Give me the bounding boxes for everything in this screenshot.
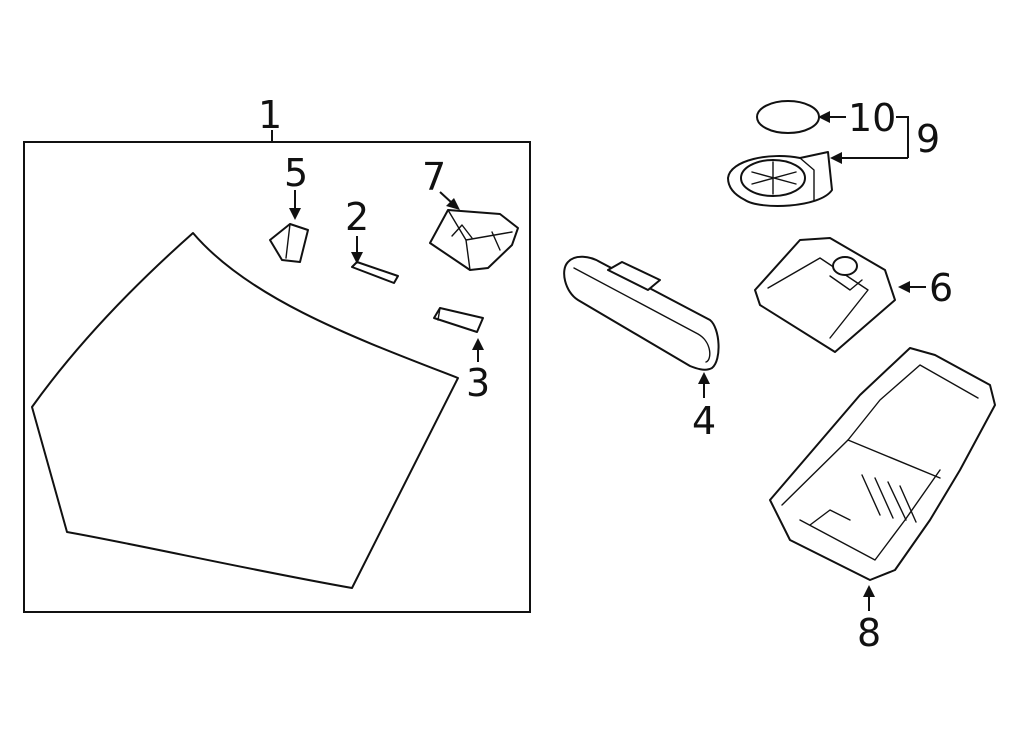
callout-7-leader bbox=[439, 191, 453, 204]
callout-7: 7 bbox=[422, 155, 446, 199]
callout-1: 1 bbox=[258, 93, 282, 137]
callout-2-arrow bbox=[351, 252, 363, 264]
part-7-bracket: 7 bbox=[422, 155, 519, 271]
callout-2: 2 bbox=[345, 195, 369, 239]
windshield-assembly-frame bbox=[23, 141, 531, 613]
callout-9-bracket bbox=[896, 116, 909, 158]
part-4-mirror: 4 bbox=[563, 255, 720, 443]
callout-9-arrow bbox=[830, 152, 842, 164]
callout-10: 10 bbox=[848, 96, 896, 140]
part-5-mount: 5 bbox=[269, 151, 309, 263]
callout-3: 3 bbox=[466, 361, 490, 405]
callout-6-arrow bbox=[898, 281, 910, 293]
callout-3-arrow bbox=[472, 338, 484, 350]
callout-8: 8 bbox=[857, 611, 881, 655]
callout-5-arrow bbox=[289, 208, 301, 220]
callout-9: 9 bbox=[916, 117, 940, 161]
callout-4: 4 bbox=[692, 399, 716, 443]
callout-4-arrow bbox=[698, 372, 710, 384]
callout-7-arrow bbox=[446, 198, 460, 210]
windshield-assembly: 1 bbox=[23, 93, 531, 613]
part-2-strip: 2 bbox=[345, 195, 399, 284]
part-10-disc: 10 bbox=[756, 96, 896, 140]
part-9-sensor: 9 bbox=[727, 116, 940, 207]
part-3-pad: 3 bbox=[433, 307, 490, 405]
windshield-glass bbox=[31, 232, 459, 589]
part-6-bracket: 6 bbox=[754, 237, 953, 353]
callout-8-arrow bbox=[863, 585, 875, 597]
part-8-cover: 8 bbox=[769, 347, 996, 655]
callout-6: 6 bbox=[929, 266, 953, 310]
callout-5: 5 bbox=[284, 151, 308, 195]
callout-10-arrow bbox=[818, 111, 830, 123]
